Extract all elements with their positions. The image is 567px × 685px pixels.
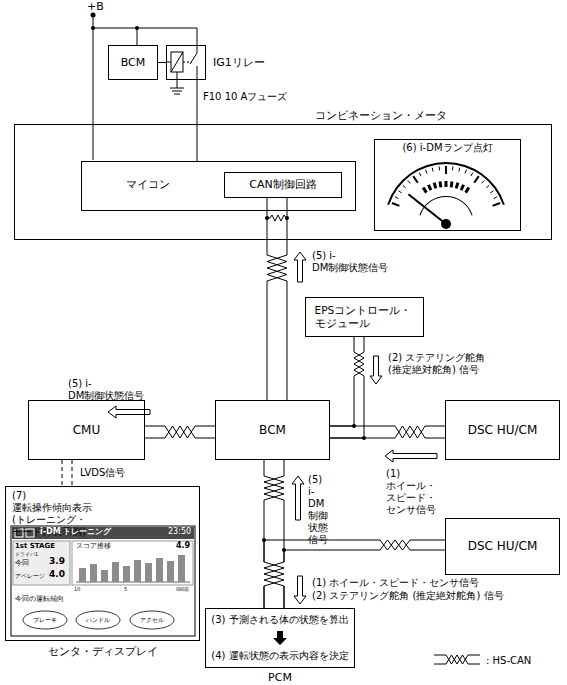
component-box: EPSコントロール・モジュール: [305, 297, 424, 337]
screen-text: スコア推移: [76, 542, 111, 550]
component-box: CMU: [28, 400, 145, 460]
screen-text: アベレージ: [15, 572, 45, 579]
screen-text: 1st STAGE: [15, 542, 55, 550]
screen-text: 23:50: [168, 527, 191, 537]
screen-text: ブレーキ: [33, 616, 57, 623]
component-name: CMU: [73, 423, 101, 437]
component-name: コンビネーション・メータ: [315, 109, 447, 122]
component-box: (6) i-DMランプ点灯: [374, 139, 521, 231]
signal-wire: [158, 62, 166, 63]
component-box: コンビネーション・メータマイコンCAN制御回路(6) i-DMランプ点灯: [14, 124, 552, 240]
wire-label: F10 10 Aフューズ: [203, 91, 287, 103]
signal-label: (5) i-DM制御状態信号: [68, 378, 144, 402]
relay-symbol: [166, 45, 197, 94]
component-name: (3) 予測される体の状態を算出: [211, 614, 348, 626]
component-note: (4) 運転状態の表示内容を決定: [211, 650, 348, 662]
twisted-pair-symbol: [165, 255, 425, 586]
component-box: BCM: [215, 400, 330, 460]
component-box: マイコン CAN制御回路: [81, 161, 356, 211]
signal-wire: [267, 198, 287, 400]
signal-wire: [264, 460, 284, 608]
display-screenshot: [11, 526, 195, 636]
component-box: CAN制御回路: [224, 172, 342, 198]
component-box: DSC HU/CM: [445, 518, 560, 575]
screen-text: 5: [124, 586, 127, 592]
screen-text: アクセル: [140, 616, 164, 623]
component-name: IG1リレー: [213, 56, 265, 69]
legend-item: : HS-CAN: [432, 650, 531, 670]
signal-label: (1) ホイール・スピード・センサ信号: [312, 577, 479, 589]
component-note: PCM: [206, 671, 354, 684]
signal-label: (2) ステアリング舵角 (推定絶対舵角) 信号: [312, 590, 504, 602]
meter-gauge: [387, 162, 505, 229]
wire-line: [330, 337, 354, 426]
wire-line: [158, 62, 166, 63]
signal-label: (5) i-DM制御状態信号: [312, 250, 388, 274]
screen-text: 4.0: [49, 569, 65, 580]
screen-text: 10: [74, 586, 80, 592]
terminating-resistor: [267, 215, 287, 221]
component-name: EPSコントロール・モジュール: [315, 304, 415, 329]
screen-text: 3.9: [49, 556, 65, 567]
component-name: DSC HU/CM: [468, 423, 538, 437]
screen-text: 4.9: [176, 541, 190, 551]
component-name: BCM: [121, 56, 146, 69]
component-name: CAN制御回路: [249, 178, 316, 191]
component-note: センタ・ディスプレイ: [6, 645, 199, 658]
screen-text: i-DM トレーニング: [40, 527, 111, 537]
component-box: IG1リレー: [166, 45, 206, 80]
power-wire: [93, 15, 197, 160]
wire-line: [330, 337, 364, 438]
screen-text: 今回の運転傾向: [15, 595, 64, 603]
component-box: (3) 予測される体の状態を算出(4) 運転状態の表示内容を決定PCM: [205, 608, 355, 668]
wire-line: [287, 198, 288, 400]
component-name: DSC HU/CM: [468, 539, 538, 553]
signal-label: (5) i-DM 制御 状態 信号: [308, 474, 328, 546]
signal-wire: [330, 426, 445, 438]
screen-text: 今回: [15, 559, 29, 567]
wire-line: [267, 198, 268, 400]
wire-line: [197, 80, 198, 161]
legend-sample: [432, 650, 482, 670]
signal-label: (1) ホイール・スピード・センサ信号: [386, 468, 436, 516]
wire-line: [72, 460, 73, 486]
legend-text: : HS-CAN: [486, 655, 531, 666]
signal-wire: [62, 460, 72, 486]
component-name: (6) i-DMランプ点灯: [375, 142, 520, 154]
screen-text: 0回前: [176, 586, 189, 592]
signal-arrows: [108, 252, 437, 604]
junction-dot: [91, 13, 367, 553]
component-box: DSC HU/CM: [445, 400, 560, 460]
process-arrow: [272, 631, 288, 645]
signal-wire: [145, 426, 215, 438]
component-name: BCM: [259, 423, 286, 437]
screen-text: ドライバ1: [15, 551, 38, 557]
signal-label: +B: [87, 0, 104, 13]
signal-wire: [330, 337, 364, 438]
screen-text: ハンドル: [86, 616, 110, 623]
component-name: マイコン: [126, 178, 170, 191]
wire-line: [62, 460, 63, 486]
signal-label: (2) ステアリング舵角 (推定絶対舵角) 信号: [388, 352, 500, 376]
signal-wire: [197, 80, 198, 161]
component-box: BCM: [108, 45, 158, 80]
wire-label: LVDS信号: [80, 467, 125, 479]
